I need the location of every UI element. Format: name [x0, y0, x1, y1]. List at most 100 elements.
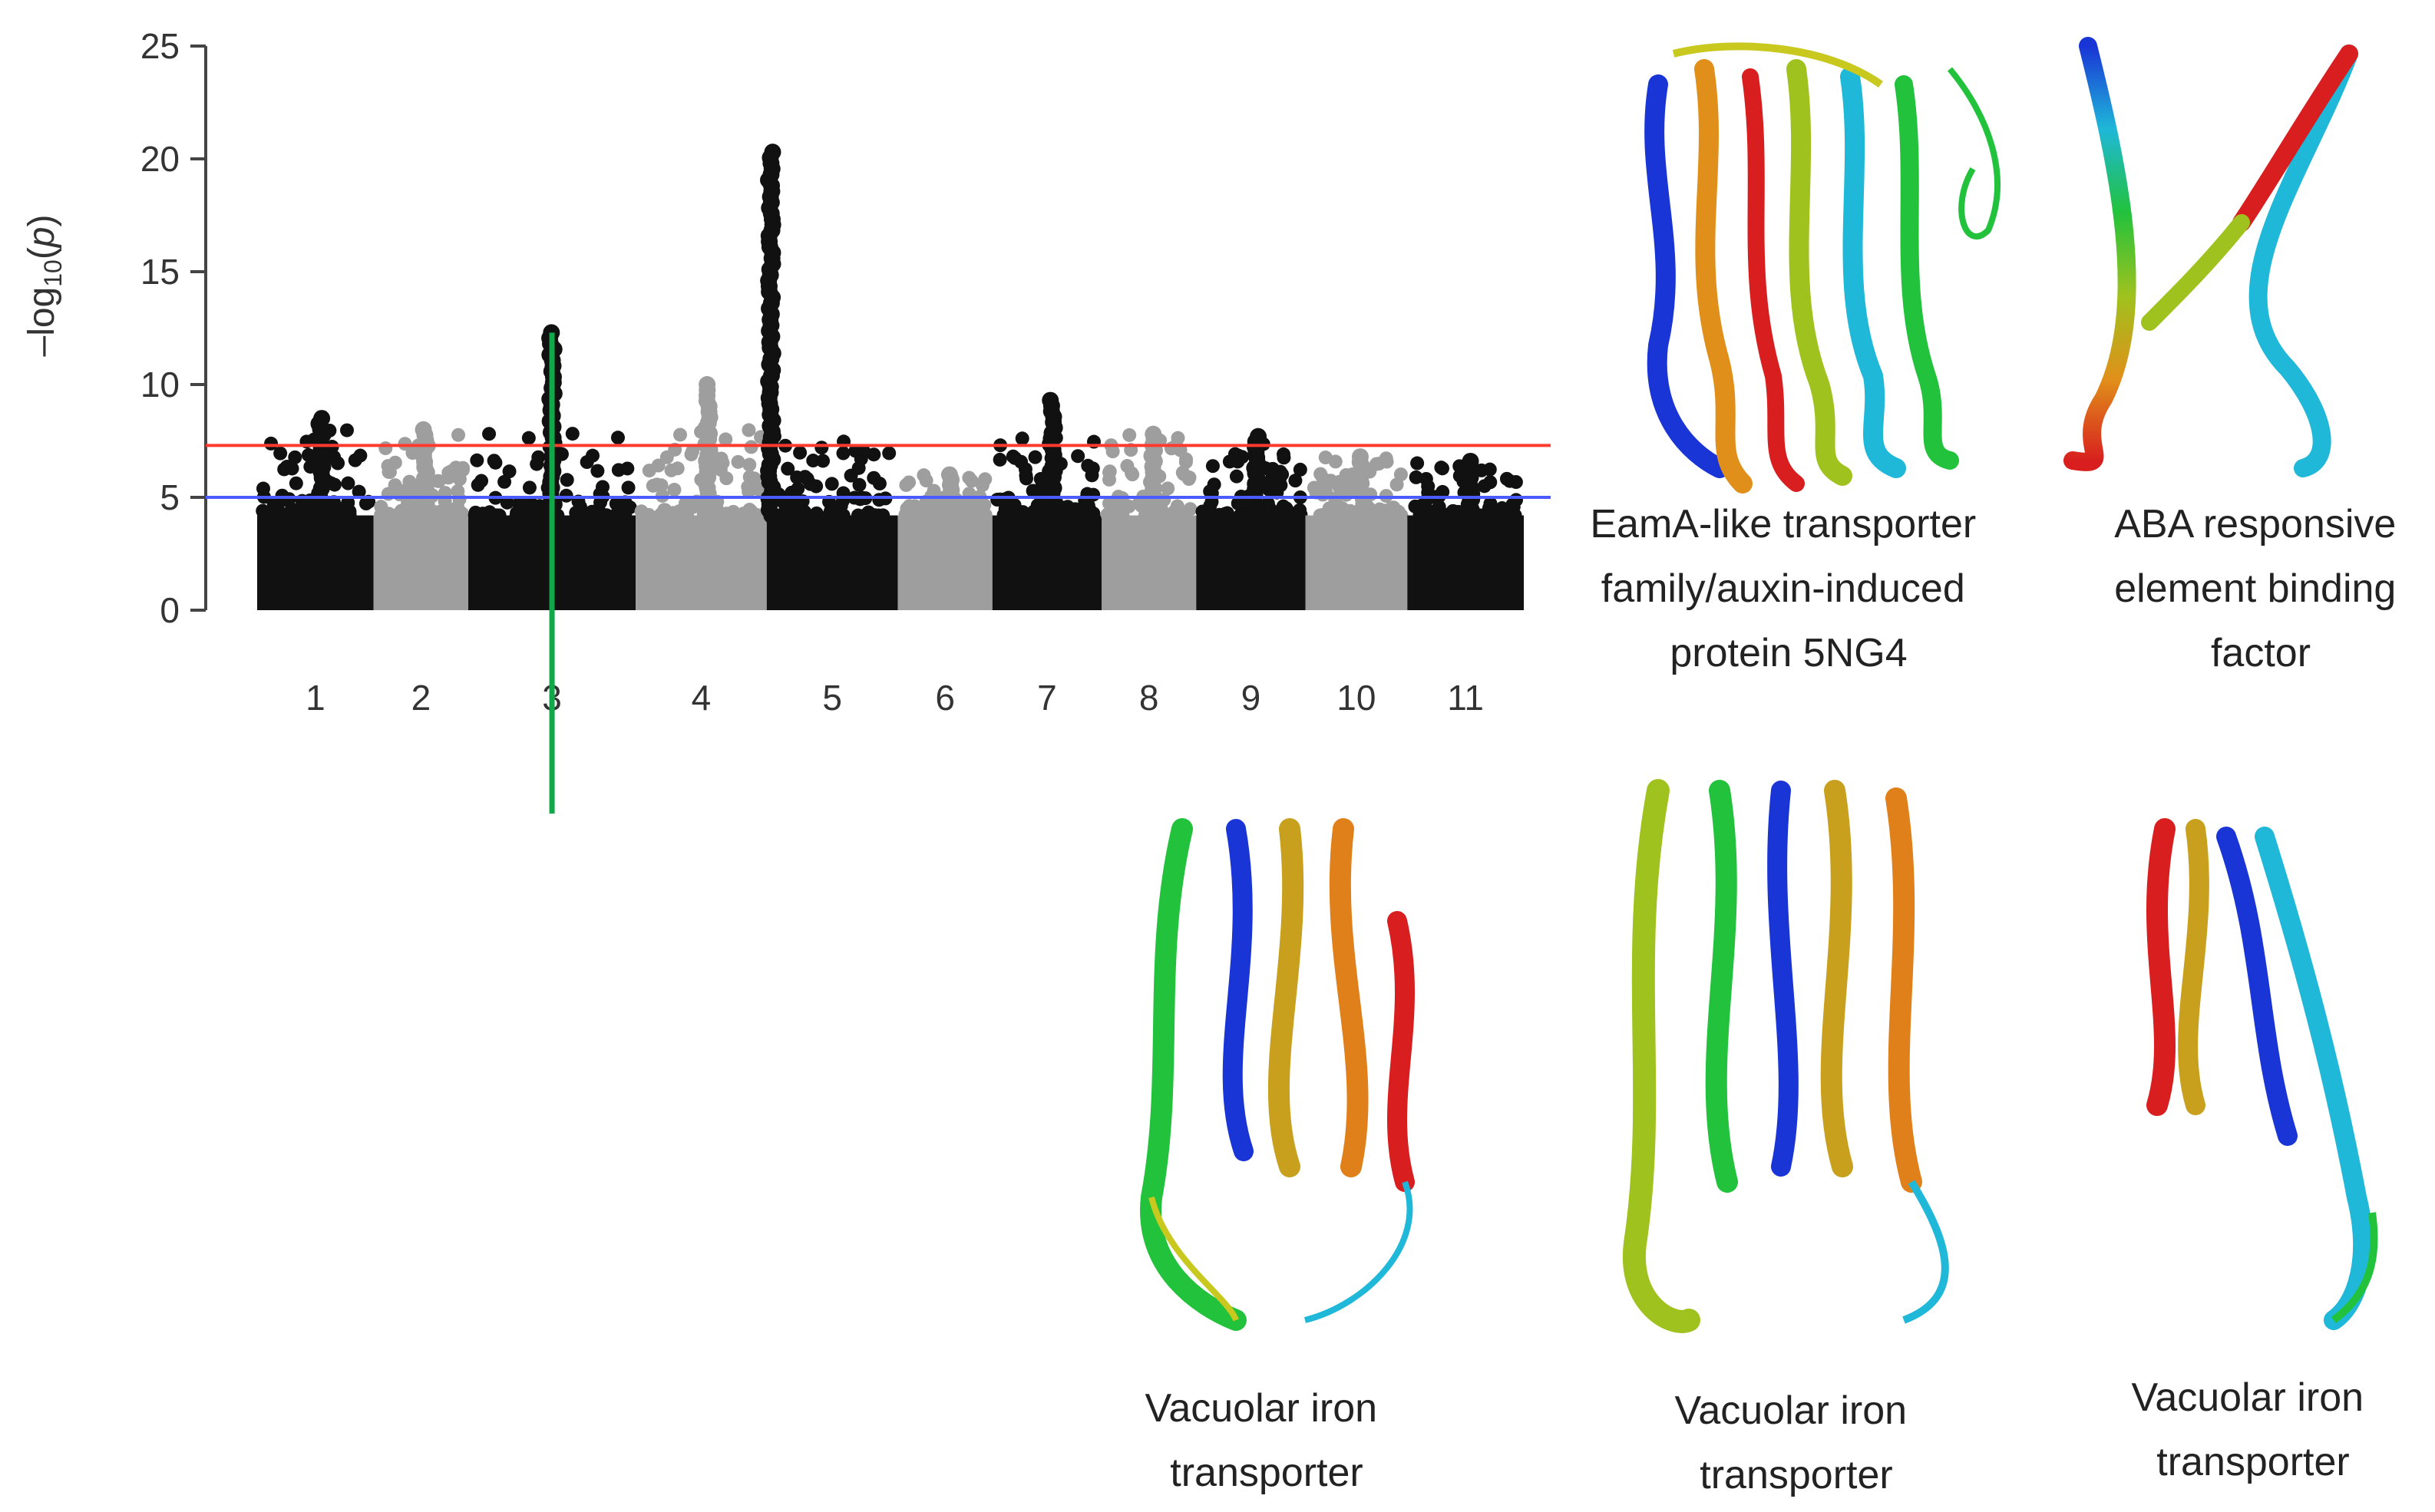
snp-point	[1414, 499, 1429, 513]
snp-point	[470, 453, 484, 467]
snp-point	[816, 454, 831, 468]
protein-caption-aba: ABA responsive element binding factor	[2114, 502, 2407, 675]
snp-point	[492, 508, 507, 523]
snp-point	[664, 463, 679, 477]
snp-point	[919, 474, 933, 488]
snp-point	[279, 460, 294, 474]
snp-point	[976, 499, 990, 513]
protein-structure-vacuolar-iron-1	[1140, 818, 1415, 1331]
snp-block-chr-8	[1102, 515, 1197, 610]
snp-point	[456, 461, 471, 475]
snp-point	[264, 436, 279, 451]
snp-point	[502, 464, 517, 479]
snp-point	[1205, 459, 1220, 474]
x-tick-label-chr-5: 5	[822, 678, 842, 718]
snp-point	[1207, 477, 1221, 492]
snp-point	[1292, 503, 1307, 518]
snp-point	[497, 474, 512, 489]
snp-point	[328, 507, 342, 522]
snp-point	[1273, 464, 1287, 479]
protein-caption-vacuolar-1: Vacuolar iron transporter	[1145, 1386, 1389, 1495]
snp-point	[1220, 506, 1234, 520]
y-tick-label: 0	[160, 590, 180, 630]
snp-point	[299, 499, 313, 513]
snp-point	[287, 508, 302, 523]
snp-point	[621, 480, 636, 495]
snp-point	[1506, 500, 1521, 514]
snp-peak-point	[764, 144, 781, 161]
snp-point	[809, 506, 824, 520]
snp-point	[902, 475, 917, 490]
snp-point	[288, 450, 302, 464]
snp-point	[1165, 441, 1179, 456]
snp-point	[1333, 508, 1348, 523]
snp-point	[611, 463, 626, 477]
snp-point	[398, 437, 412, 451]
snp-point	[777, 496, 791, 510]
snp-point	[1182, 470, 1197, 485]
y-tick-label: 5	[160, 477, 180, 517]
x-tick-label-chr-6: 6	[935, 678, 955, 718]
snp-point	[1229, 469, 1244, 484]
snp-block-chr-1	[257, 515, 374, 610]
snp-point	[781, 461, 795, 476]
snp-point	[573, 500, 587, 514]
snp-point	[1264, 476, 1278, 490]
snp-point	[610, 431, 625, 445]
snp-point	[834, 499, 848, 513]
snp-point	[824, 477, 839, 491]
snp-point	[474, 474, 489, 488]
snp-point	[1072, 502, 1086, 517]
snp-point	[742, 423, 756, 437]
snp-point	[655, 488, 669, 503]
snp-point	[1318, 451, 1333, 465]
snp-point	[475, 507, 490, 521]
snp-point	[565, 427, 580, 441]
snp-point	[530, 457, 544, 471]
snp-point	[407, 508, 421, 523]
snp-point	[522, 480, 537, 495]
snp-point	[1057, 503, 1072, 518]
snp-point	[341, 496, 355, 510]
snp-point	[1477, 479, 1492, 494]
snp-point	[790, 470, 805, 484]
protein-structure-vacuolar-iron-2	[1622, 779, 1949, 1333]
snp-point	[273, 446, 288, 461]
snp-point	[793, 445, 808, 460]
snp-point	[521, 431, 536, 445]
snp-point	[651, 458, 666, 473]
snp-point	[836, 446, 851, 461]
snp-point	[585, 448, 600, 463]
snp-point	[786, 488, 801, 503]
snp-block-chr-5	[766, 515, 898, 610]
snp-point	[676, 505, 691, 520]
snp-point	[1178, 455, 1193, 470]
snp-point	[744, 440, 758, 454]
snp-point	[1231, 448, 1246, 463]
snp-point	[401, 496, 415, 510]
snp-point	[871, 508, 886, 523]
snp-block-chr-4	[636, 515, 767, 610]
snp-point	[719, 507, 734, 521]
snp-point	[795, 508, 809, 523]
y-tick-label: 15	[140, 252, 180, 292]
snp-point	[381, 459, 395, 474]
snp-point	[1071, 449, 1085, 464]
snp-point	[1482, 462, 1497, 477]
snp-point	[1170, 499, 1184, 513]
snp-point	[964, 474, 979, 488]
protein-caption-eama: EamA-like transporter family/auxin-induc…	[1590, 502, 1987, 675]
snp-point	[341, 476, 355, 490]
snp-point	[930, 495, 944, 510]
snp-point	[482, 427, 497, 441]
snp-point	[867, 470, 881, 485]
snp-point	[1231, 496, 1245, 510]
snp-point	[1293, 462, 1307, 477]
snp-point	[978, 472, 993, 487]
snp-point	[658, 503, 672, 517]
snp-point	[1435, 461, 1449, 476]
x-tick-label-chr-8: 8	[1139, 678, 1159, 718]
snp-point	[1115, 507, 1130, 522]
